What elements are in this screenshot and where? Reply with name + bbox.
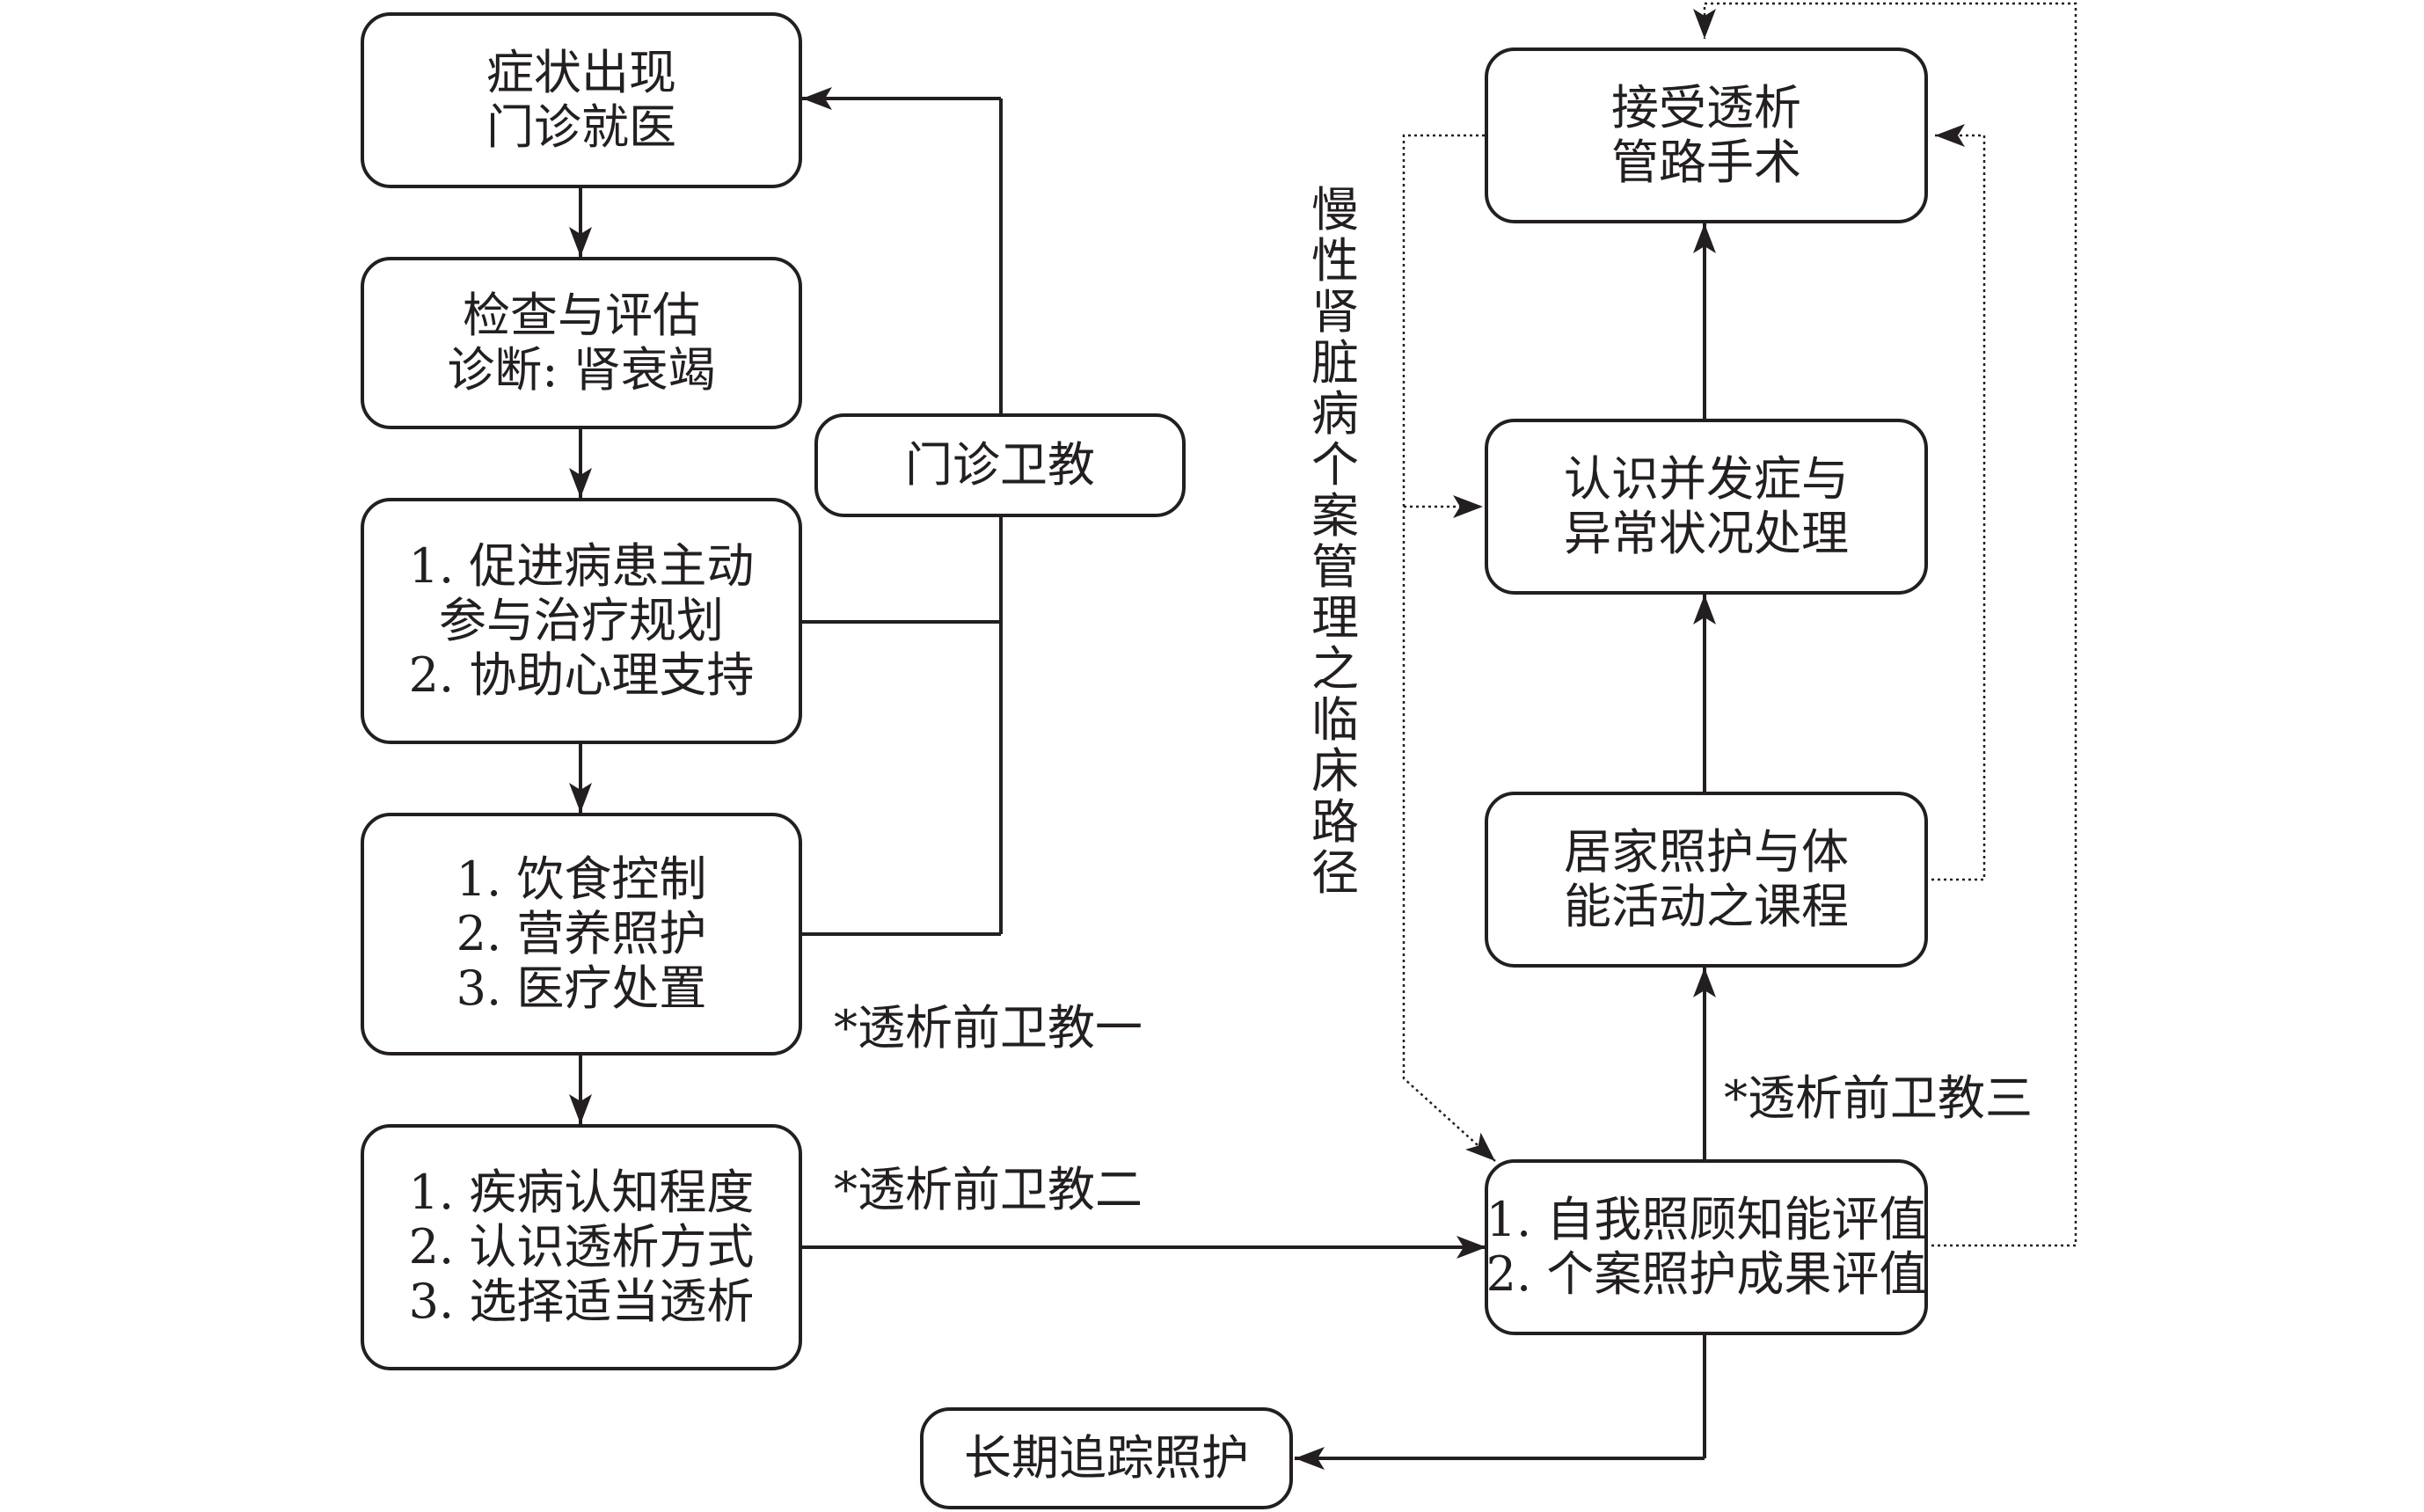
complication-box: 认识并发症与 异常状况处理 xyxy=(1485,419,1928,595)
edu-label-2: *透析前卫教二 xyxy=(834,1162,1143,1217)
cognition-box: 1. 疾病认知程度 2. 认识透析方式 3. 选择适当透析 xyxy=(361,1124,802,1370)
cognition-line-1: 1. 疾病认知程度 xyxy=(408,1165,755,1220)
symptom-line-2: 门诊就医 xyxy=(486,99,676,155)
diet-line-1: 1. 饮食控制 xyxy=(456,851,707,907)
evaluation-line-1: 1. 自我照顾知能评值 xyxy=(1486,1192,1927,1247)
homecare-box: 居家照护与体 能活动之课程 xyxy=(1485,792,1928,968)
dotted-homecare-to-surgery xyxy=(1931,124,1986,881)
surgery-line-2: 管路手术 xyxy=(1611,135,1801,190)
participate-line-3: 2. 协助心理支持 xyxy=(408,647,755,703)
surgery-line-1: 接受透析 xyxy=(1611,80,1801,135)
participate-box: 1. 促进病患主动 参与治疗规划 2. 协助心理支持 xyxy=(361,498,802,744)
evaluation-box: 1. 自我照顾知能评值 2. 个案照护成果评值 xyxy=(1485,1159,1928,1335)
surgery-box: 接受透析 管路手术 xyxy=(1485,47,1928,223)
diet-line-2: 2. 营养照护 xyxy=(456,906,707,961)
outpatient-edu-label: 门诊卫教 xyxy=(905,437,1095,493)
cognition-line-2: 2. 认识透析方式 xyxy=(408,1219,755,1275)
participate-line-2: 参与治疗规划 xyxy=(439,593,724,648)
edu-label-1: *透析前卫教一 xyxy=(834,1000,1143,1055)
exam-line-2: 诊断: 肾衰竭 xyxy=(447,342,716,398)
participate-line-1: 1. 促进病患主动 xyxy=(408,538,755,594)
followup-box: 长期追踪照护 xyxy=(920,1407,1293,1509)
outpatient-edu-box: 门诊卫教 xyxy=(814,413,1186,517)
evaluation-line-2: 2. 个案照护成果评值 xyxy=(1486,1246,1927,1302)
dotted-evaluation-to-surgery-top xyxy=(1693,2,2077,1247)
exam-line-1: 检查与评估 xyxy=(463,288,700,343)
symptom-line-1: 症状出现 xyxy=(486,45,676,100)
diet-box: 1. 饮食控制 2. 营养照护 3. 医疗处置 xyxy=(361,813,802,1055)
vertical-title: 慢性肾脏病个案管理之临床路径 xyxy=(1311,182,1359,901)
dotted-surgery-to-evaluation xyxy=(1402,134,1496,1162)
exam-box: 检查与评估 诊断: 肾衰竭 xyxy=(361,257,802,429)
cognition-line-3: 3. 选择适当透析 xyxy=(408,1274,755,1329)
diet-line-3: 3. 医疗处置 xyxy=(456,961,707,1016)
complication-line-2: 异常状况处理 xyxy=(1564,506,1849,561)
homecare-line-1: 居家照护与体 xyxy=(1564,824,1849,880)
followup-label: 长期追踪照护 xyxy=(964,1430,1249,1486)
symptom-box: 症状出现 门诊就医 xyxy=(361,12,802,188)
edu-label-3: *透析前卫教三 xyxy=(1724,1070,2033,1126)
homecare-line-2: 能活动之课程 xyxy=(1564,879,1849,934)
complication-line-1: 认识并发症与 xyxy=(1564,451,1849,507)
